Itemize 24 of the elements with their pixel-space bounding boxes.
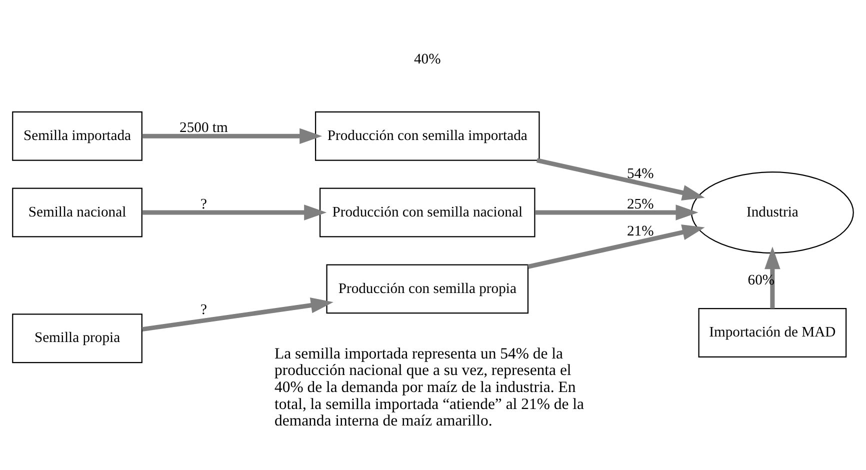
node-box: Semilla importada — [12, 111, 142, 161]
label: 40% — [414, 51, 441, 68]
arrow — [142, 298, 334, 332]
node-box: Semilla nacional — [12, 188, 142, 238]
edge-label: 2500 tm — [180, 120, 228, 136]
arrow — [536, 158, 705, 200]
node-box: Semilla propia — [12, 314, 142, 364]
node-box: Importación de MAD — [698, 308, 847, 358]
arrow — [535, 204, 698, 220]
edge-label: ? — [200, 196, 207, 212]
label: La semilla importada representa un 54% de la producción nacional que a su vez, representa el 40% de la demanda por maíz de la industria. En total, la semilla importada “atiende” al 21% de la demanda interna de maíz amarillo. — [274, 345, 584, 430]
edge-label: ? — [200, 302, 207, 318]
node-box: Producción con semilla nacional — [319, 188, 536, 238]
arrow — [764, 246, 780, 308]
node-box: Producción con semilla propia — [326, 264, 529, 314]
node-ellipse: Industria — [690, 172, 854, 254]
node-box: Producción con semilla importada — [314, 111, 540, 161]
arrow — [142, 128, 322, 144]
arrow — [528, 224, 705, 269]
edge-label: 21% — [626, 223, 654, 240]
arrow — [142, 204, 327, 220]
edge-label: 25% — [626, 196, 654, 212]
edge-label: 54% — [626, 166, 654, 182]
edge-label: 60% — [748, 272, 775, 289]
